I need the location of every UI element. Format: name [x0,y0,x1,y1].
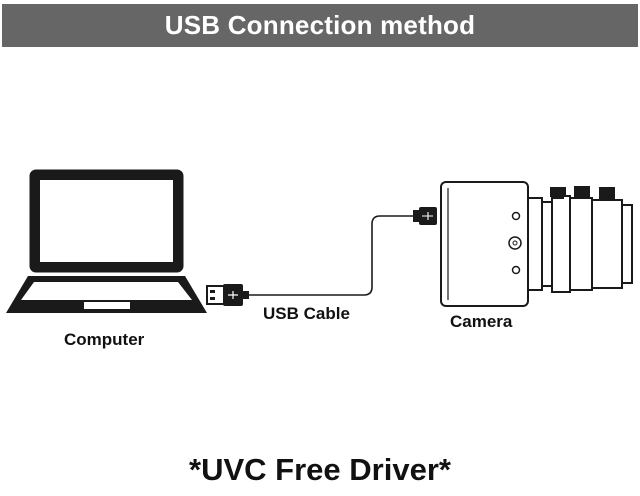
usb-mini-plug-icon [413,207,437,225]
laptop-icon [6,169,207,313]
usb-cable-label: USB Cable [263,304,350,323]
camera-icon [440,181,633,307]
usb-cable-icon [249,215,414,296]
driver-note: *UVC Free Driver* [189,452,451,487]
camera-label: Camera [450,312,513,331]
title-banner: USB Connection method [2,4,638,47]
computer-label: Computer [64,330,145,349]
usb-a-plug-icon [206,284,249,306]
page-title: USB Connection method [164,10,476,40]
